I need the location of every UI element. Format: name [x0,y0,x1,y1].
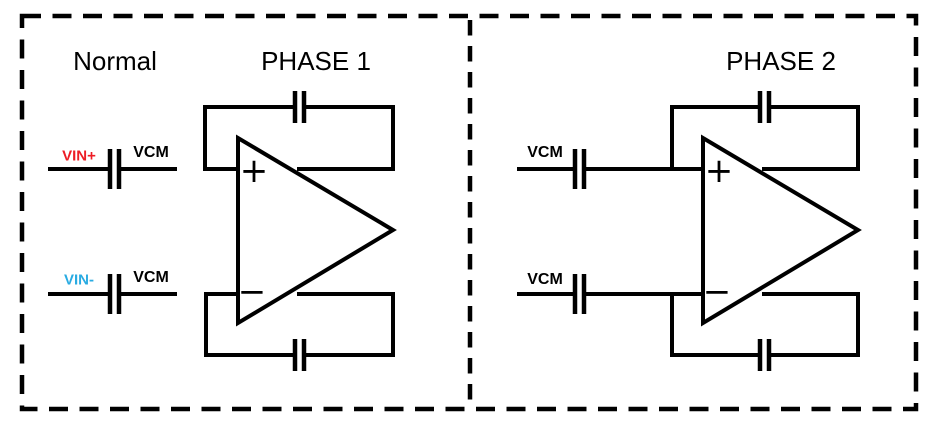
opamp2-top-feedback-loop [670,91,860,171]
vin-plus-input-branch [48,149,177,189]
vin-plus-label: VIN+ [62,147,96,165]
vcm-bottom-input-branch [517,274,703,314]
vin-minus-input-branch [48,274,177,314]
opamp1-bottom-feedback-loop [204,292,395,371]
vcm-label-phase1-bottom: VCM [133,269,169,286]
opamp1-top-feedback-loop [203,91,395,171]
wire [762,292,860,357]
opamp2-plus-mark: + [704,151,734,191]
wire [297,292,395,357]
vcm-label-phase1-top: VCM [133,144,169,161]
opamp1-minus-mark: − [237,272,267,312]
phase2-title: PHASE 2 [726,46,836,76]
vcm-label-phase2-bottom: VCM [527,271,563,288]
vcm-label-phase2-top: VCM [527,144,563,161]
opamp2-triangle-icon [701,134,862,327]
phase2-circuit [517,91,862,371]
opamp1-plus-mark: + [239,151,269,191]
opamp1-triangle-icon [236,134,397,327]
wire [203,105,293,171]
wire [204,292,293,357]
wire [297,105,395,171]
normal-mode-label: Normal [73,46,157,76]
wire [670,105,758,169]
phase1-circuit [48,91,397,371]
opamp2-minus-mark: − [702,272,732,312]
dashed-frame [19,13,919,412]
wire [670,294,758,357]
vcm-top-input-branch [517,149,703,189]
vin-minus-label: VIN- [64,271,94,289]
opamp2-bottom-feedback-loop [670,292,860,371]
wire [762,105,860,171]
phase1-title: PHASE 1 [261,46,371,76]
